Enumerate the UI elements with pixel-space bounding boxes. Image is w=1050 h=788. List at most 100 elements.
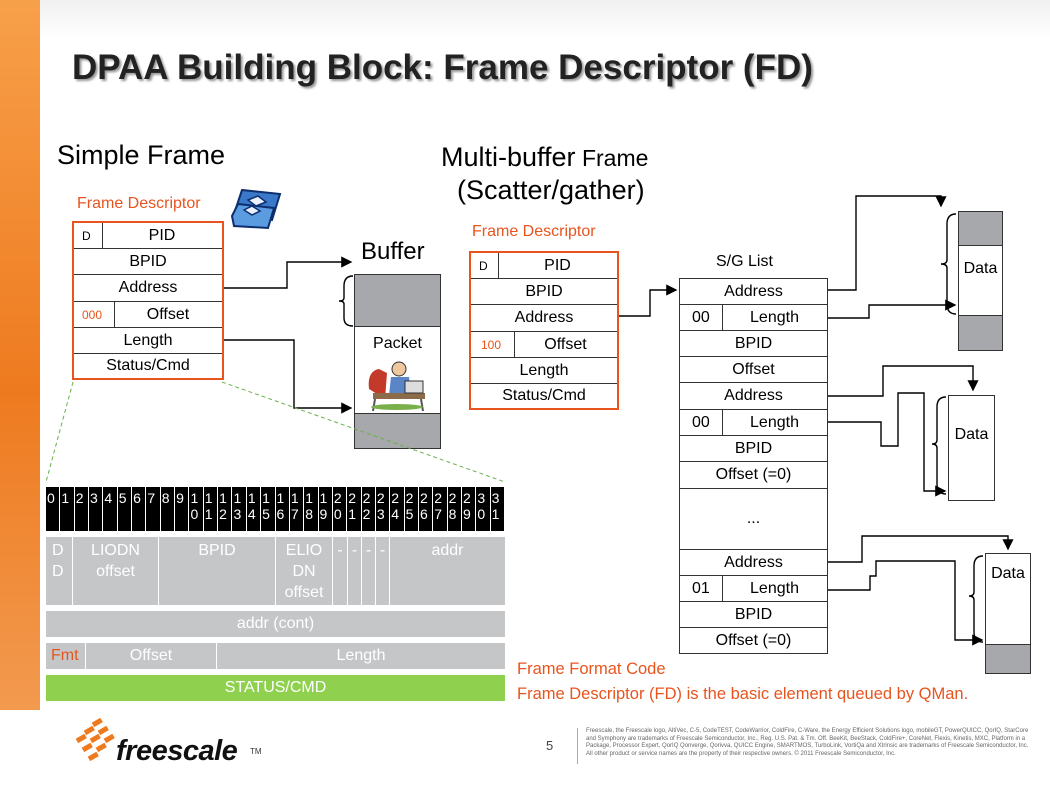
bit-number-14: 1 4: [246, 487, 262, 531]
field-addr-cont: addr (cont): [46, 611, 505, 637]
sg-address-1: Address: [680, 279, 827, 305]
multi-fd-status: Status/Cmd: [502, 387, 586, 404]
bit-number-9: 9: [175, 487, 190, 531]
simple-fd-pid: PID: [148, 226, 176, 244]
simple-fd-table: D PID BPID Address 000 Offset Length Sta…: [72, 221, 224, 380]
divider: [102, 223, 103, 249]
buffer-bottom: [354, 413, 441, 449]
bit-number-4: 4: [103, 487, 118, 531]
multi-frame-heading-line1: Multi-buffer Frame: [441, 142, 648, 173]
buffer-top: [354, 274, 441, 327]
data-buffer-2: Data: [948, 395, 995, 501]
field-liodn-offset: LIODN offset: [73, 537, 158, 605]
data-label-1: Data: [963, 260, 998, 277]
frame-format-code-note: Frame Format Code: [517, 660, 666, 678]
bit-number-29: 2 9: [461, 487, 477, 531]
bit-number-21: 2 1: [347, 487, 362, 531]
sg-list-table: Address 00 Length BPID Offset Address 00…: [679, 278, 828, 654]
bit-number-28: 2 8: [447, 487, 462, 531]
top-gradient: [40, 0, 1050, 40]
bit-number-10: 1 0: [189, 487, 204, 531]
simple-fd-status: Status/Cmd: [106, 357, 190, 374]
divider: [722, 576, 723, 602]
simple-fd-row-pid: D PID: [74, 223, 222, 249]
simple-fd-bpid: BPID: [74, 249, 222, 275]
multi-fd-fmt: 100: [481, 338, 502, 352]
footer-divider: [577, 728, 578, 764]
sg-bpid-3: BPID: [680, 602, 827, 628]
bit-number-23: 2 3: [375, 487, 391, 531]
multi-fd-bpid: BPID: [471, 279, 617, 305]
field-liodn-text: LIODN offset: [91, 542, 140, 580]
bit-number-0: 0: [46, 487, 61, 531]
divider: [722, 410, 723, 436]
multi-fd-address: Address: [471, 305, 617, 332]
field-dash-2: -: [351, 542, 358, 559]
sg-length-3: Length: [750, 579, 799, 597]
buffer-label: Buffer: [361, 238, 425, 265]
data-buffer-3: Data: [985, 553, 1031, 645]
simple-fd-row-offset: 000 Offset: [74, 302, 222, 328]
sg-row-length-2: 00 Length: [680, 410, 827, 436]
field-eliodn-offset: ELIO DN offset: [276, 537, 332, 605]
freescale-logo-icon: [75, 718, 115, 762]
data-buffer-3-bottom: [985, 644, 1031, 674]
field-bpid: BPID: [159, 537, 275, 605]
bit-number-26: 2 6: [418, 487, 434, 531]
person-at-desk-icon: [368, 361, 425, 411]
simple-frame-heading: Simple Frame: [57, 140, 226, 170]
field-reserved-2: -: [348, 537, 361, 605]
fd-description-note: Frame Descriptor (FD) is the basic eleme…: [517, 685, 969, 703]
field-fmt: Fmt: [46, 643, 85, 669]
sg-offset-1: Offset: [680, 357, 827, 383]
multi-fd-row-pid: D PID: [471, 253, 617, 279]
multi-heading-a: Multi-buffer: [441, 142, 576, 172]
bit-number-20: 2 0: [332, 487, 348, 531]
legal-text: Freescale, the Freescale logo, AltiVec, …: [586, 728, 1029, 757]
field-addr: addr: [390, 537, 505, 605]
sg-e-1: 00: [692, 308, 710, 326]
bit-number-25: 2 5: [404, 487, 419, 531]
sg-list-label: S/G List: [716, 253, 773, 270]
field-reserved-1: -: [333, 537, 347, 605]
bit-number-15: 1 5: [261, 487, 276, 531]
bit-number-24: 2 4: [390, 487, 405, 531]
bit-number-18: 1 8: [304, 487, 319, 531]
divider: [114, 302, 115, 328]
bit-number-13: 1 3: [232, 487, 247, 531]
slide-title: DPAA Building Block: Frame Descriptor (F…: [72, 48, 813, 87]
field-dd: D D: [46, 537, 72, 605]
bit-number-19: 1 9: [318, 487, 333, 531]
field-addr-text: addr: [431, 542, 464, 559]
data-label-2: Data: [954, 426, 989, 443]
multi-fd-row-offset: 100 Offset: [471, 332, 617, 358]
bit-number-5: 5: [117, 487, 133, 531]
sg-address-2: Address: [680, 383, 827, 410]
bit-number-22: 2 2: [361, 487, 376, 531]
bit-number-27: 2 7: [433, 487, 448, 531]
sg-e-2: 00: [692, 413, 710, 431]
simple-fd-d: D: [82, 229, 91, 243]
left-accent-bar: [0, 0, 40, 710]
field-dash-1: -: [337, 542, 343, 559]
multi-fd-pid: PID: [544, 256, 571, 274]
multi-fd-table: D PID BPID Address 100 Offset Length Sta…: [469, 251, 619, 410]
simple-fd-address: Address: [74, 275, 222, 302]
data-label-3: Data: [991, 565, 1025, 582]
sg-row-length-3: 01 Length: [680, 576, 827, 602]
field-status-cmd: STATUS/CMD: [46, 675, 505, 701]
bit-number-11: 1 1: [203, 487, 219, 531]
freescale-logo-text: freescale: [116, 735, 238, 767]
field-offset: Offset: [86, 643, 216, 669]
simple-fd-fmt: 000: [82, 308, 103, 322]
simple-fd-label: Frame Descriptor: [77, 195, 201, 212]
bit-number-6: 6: [132, 487, 147, 531]
sg-e-3: 01: [692, 579, 710, 597]
multi-frame-heading-line2: (Scatter/gather): [457, 175, 645, 205]
multi-heading-b: Frame: [575, 145, 649, 171]
packet-label: Packet: [373, 335, 422, 352]
field-reserved-3: -: [362, 537, 375, 605]
multi-fd-offset: Offset: [544, 335, 587, 353]
sg-length-1: Length: [750, 308, 799, 326]
